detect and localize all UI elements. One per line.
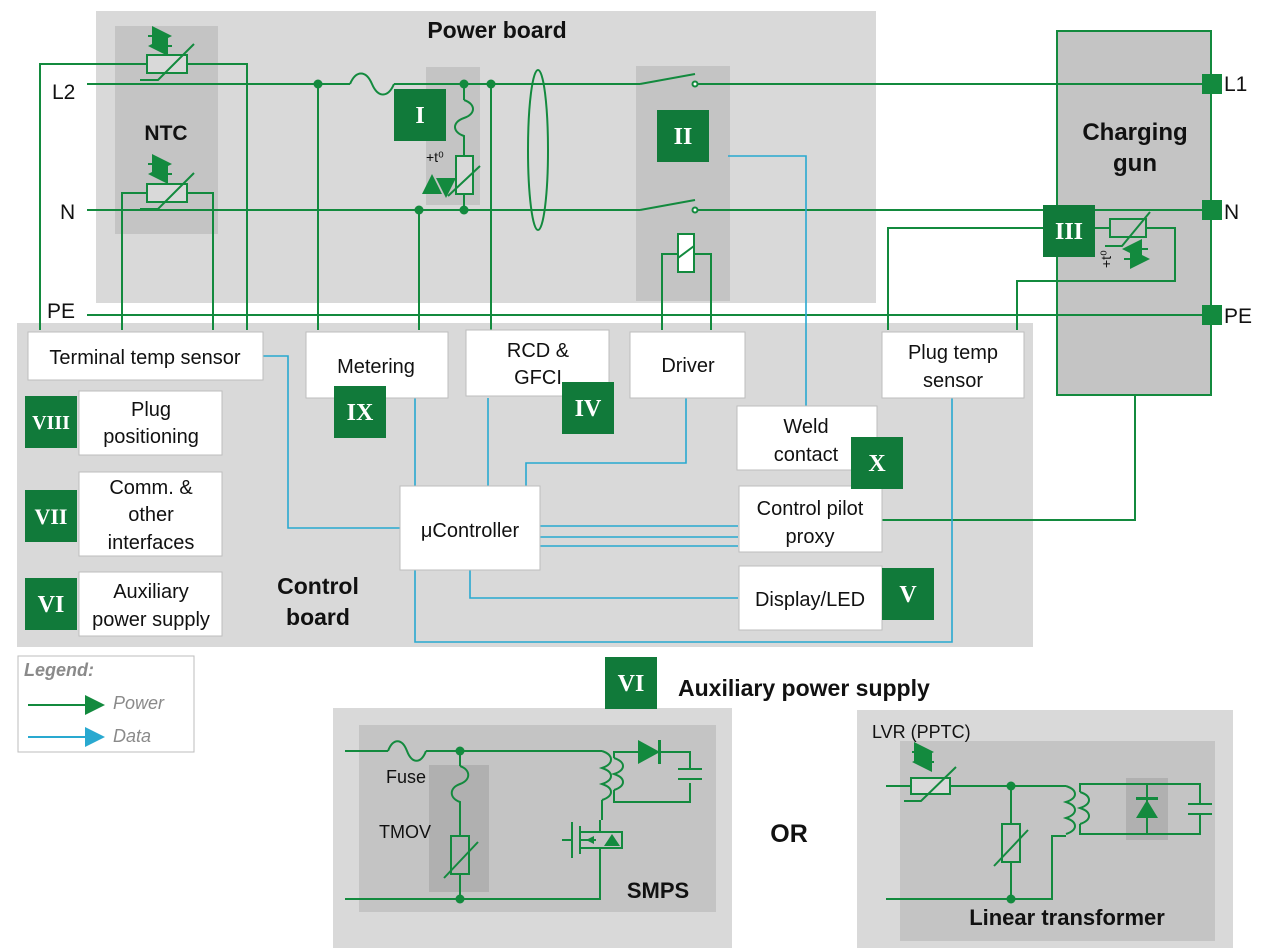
or-label: OR: [770, 820, 808, 848]
legend-data-label: Data: [113, 726, 151, 746]
cpp-label-2: proxy: [786, 526, 835, 548]
legend-title: Legend:: [24, 660, 94, 680]
plug-temp-label-1: Plug temp: [908, 342, 998, 364]
tmov-label: TMOV: [379, 822, 431, 842]
display-label: Display/LED: [755, 589, 865, 611]
plug-temp-label-2: sensor: [923, 370, 983, 392]
junction-dots: [313, 79, 496, 215]
temp-label-surge: +t⁰: [426, 149, 444, 165]
rcd-label-2: GFCI: [514, 367, 562, 389]
badge-iii: III: [1055, 219, 1083, 245]
ntc-thermistor-top: [140, 26, 195, 81]
terminal-n-right: N: [1224, 201, 1239, 224]
linear-label: Linear transformer: [969, 905, 1165, 930]
rcd-label-1: RCD &: [507, 340, 570, 362]
badge-ix: IX: [347, 400, 374, 426]
weld-label-2: contact: [774, 444, 839, 466]
plug-pos-label-2: positioning: [103, 426, 199, 448]
aux-box-label-2: power supply: [92, 609, 210, 631]
gun-thermistor: [1105, 211, 1151, 269]
weld-label-1: Weld: [783, 416, 828, 438]
power-wiring: [39, 63, 1204, 521]
linear-schematic: [886, 742, 1212, 900]
ntc-label: NTC: [144, 122, 187, 145]
legend-power-label: Power: [113, 693, 165, 713]
terminal-pe-left: PE: [47, 300, 75, 323]
aux-supply-title: Auxiliary power supply: [678, 675, 930, 701]
comm-label-1: Comm. &: [109, 477, 193, 499]
temp-label-gun: +t⁰: [1098, 250, 1114, 268]
control-board-title-2: board: [286, 604, 350, 630]
relay-contacts: [677, 80, 699, 273]
cpp-label-1: Control pilot: [757, 498, 864, 520]
smps-fill-elements: [455, 740, 661, 904]
badge-backgrounds: [25, 89, 1095, 709]
power-board-title: Power board: [427, 17, 566, 43]
terminal-squares: [1202, 74, 1222, 325]
fuse-label: Fuse: [386, 767, 426, 787]
badge-vi: VI: [38, 592, 65, 618]
badge-viii: VIII: [32, 412, 70, 434]
control-board-title-1: Control: [277, 573, 359, 599]
badge-vii: VII: [34, 504, 67, 529]
linear-fill-elements: [1006, 781, 1158, 904]
badge-vi-aux: VI: [618, 671, 645, 697]
charging-gun-title-2: gun: [1113, 150, 1157, 177]
charging-gun-title-1: Charging: [1082, 119, 1187, 146]
badge-x: X: [868, 451, 886, 477]
power-board-panel: [96, 11, 876, 303]
ntc-thermistor-bottom: [140, 154, 195, 210]
aux-box-label-1: Auxiliary: [113, 581, 189, 603]
surge-varistor: [422, 155, 481, 198]
smps-inner-panel: [359, 725, 716, 912]
terminal-temp-sensor-label: Terminal temp sensor: [49, 347, 241, 369]
badge-ii: II: [674, 124, 693, 150]
current-transformer: [527, 69, 549, 231]
terminal-n-left: N: [60, 201, 75, 224]
driver-label: Driver: [661, 355, 715, 377]
smps-label: SMPS: [627, 878, 689, 903]
microcontroller-label: μController: [421, 520, 520, 542]
terminal-l1: L1: [1224, 73, 1247, 96]
lvr-label: LVR (PPTC): [872, 722, 971, 742]
terminal-pe-right: PE: [1224, 305, 1252, 328]
badge-i: I: [415, 103, 424, 129]
badge-v: V: [899, 582, 917, 608]
linear-inner-panel: [900, 741, 1215, 941]
data-wiring: [263, 155, 953, 643]
plug-pos-label-1: Plug: [131, 399, 171, 421]
comm-label-2: other: [128, 504, 174, 526]
comm-label-3: interfaces: [108, 532, 195, 554]
terminal-l2: L2: [52, 81, 75, 104]
badge-iv: IV: [575, 396, 602, 422]
metering-label: Metering: [337, 356, 415, 378]
